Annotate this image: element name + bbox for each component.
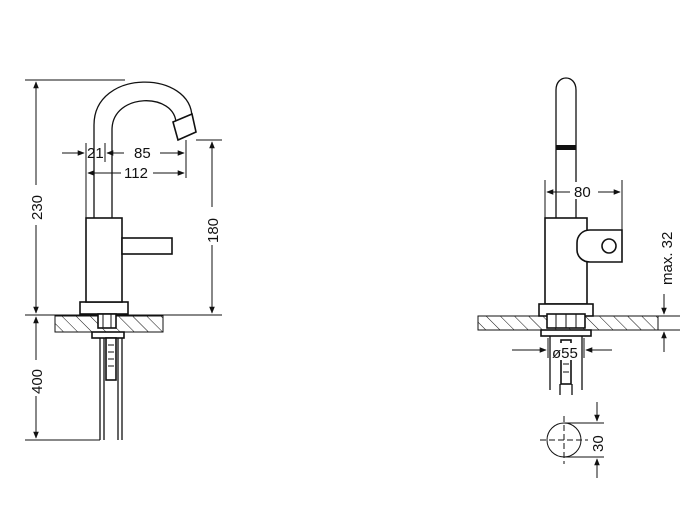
left-elevation-view: 230 400 21 85 112 180: [25, 79, 222, 441]
spout-inner: [111, 100, 177, 218]
handle-indicator-circle: [601, 238, 617, 254]
left-faucet-body: [85, 217, 123, 303]
dim-label-21: 21: [87, 145, 104, 162]
dim-label-80: 80: [574, 184, 591, 201]
aerator-tip: [172, 112, 197, 142]
dim-label-230: 230: [29, 195, 46, 220]
left-base-flange: [79, 301, 129, 315]
dim-label-180: 180: [205, 218, 222, 243]
washer: [91, 331, 125, 339]
handle-side: [576, 229, 623, 263]
right-washer: [540, 329, 592, 337]
lever-handle: [121, 237, 173, 255]
spout-side: [555, 77, 577, 218]
aerator-band: [556, 145, 576, 150]
right-threaded-rod: [560, 339, 572, 385]
mounting-nut: [97, 313, 117, 329]
right-faucet-body: [544, 217, 588, 305]
dim-label-diameter: ø55: [552, 345, 578, 362]
right-side-view: 80 max. 32 ø55 30: [477, 77, 680, 478]
dim-label-112: 112: [124, 165, 148, 182]
dim-label-30: 30: [590, 435, 607, 452]
dim-label-max32: max. 32: [659, 232, 676, 285]
dim-label-85: 85: [134, 145, 151, 162]
spout-outer: [93, 81, 193, 218]
dim-label-400: 400: [29, 369, 46, 394]
